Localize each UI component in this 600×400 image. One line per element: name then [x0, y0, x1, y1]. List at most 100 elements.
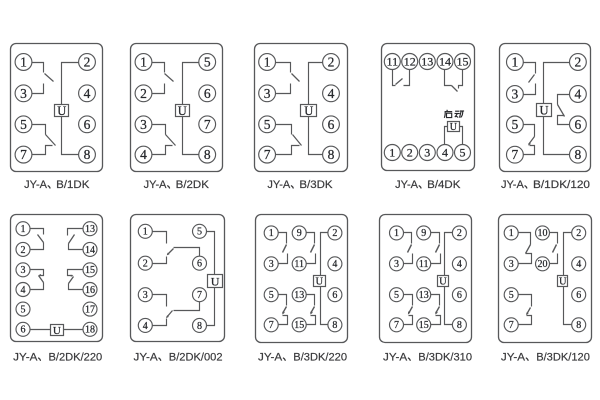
svg-text:12: 12 — [404, 55, 416, 69]
svg-text:4: 4 — [143, 321, 148, 332]
svg-text:13: 13 — [85, 224, 95, 235]
svg-text:8: 8 — [197, 321, 202, 332]
svg-text:B/1DK: B/1DK — [56, 179, 90, 191]
svg-text:6: 6 — [576, 290, 581, 301]
svg-text:U: U — [211, 274, 220, 288]
svg-text:5: 5 — [21, 305, 26, 316]
svg-text:8: 8 — [332, 320, 337, 331]
svg-text:8: 8 — [204, 147, 211, 162]
svg-text:7: 7 — [512, 147, 519, 162]
svg-text:2: 2 — [84, 55, 91, 70]
svg-text:1: 1 — [20, 55, 27, 70]
svg-text:4: 4 — [140, 147, 147, 162]
svg-text:3: 3 — [424, 146, 430, 160]
svg-text:U: U — [316, 277, 324, 288]
svg-text:B/2DK/220: B/2DK/220 — [49, 351, 103, 363]
svg-text:JY-A: JY-A — [267, 179, 291, 191]
svg-text:4: 4 — [457, 259, 462, 270]
svg-text:5: 5 — [20, 117, 27, 132]
svg-text:4: 4 — [84, 86, 91, 101]
svg-text:6: 6 — [457, 290, 462, 301]
svg-text:15: 15 — [85, 265, 95, 276]
svg-text:5: 5 — [509, 290, 514, 301]
svg-text:13: 13 — [421, 55, 433, 69]
svg-text:B/3DK/220: B/3DK/220 — [293, 351, 347, 363]
svg-text:10: 10 — [538, 228, 548, 239]
svg-text:1: 1 — [394, 228, 399, 239]
svg-text:3: 3 — [512, 87, 519, 102]
svg-text:7: 7 — [394, 320, 399, 331]
svg-text:7: 7 — [264, 147, 271, 162]
svg-text:3: 3 — [20, 86, 27, 101]
svg-text:1: 1 — [140, 55, 147, 70]
svg-text:3: 3 — [509, 259, 514, 270]
svg-text:B/2DK: B/2DK — [176, 179, 210, 191]
svg-text:3: 3 — [140, 117, 147, 132]
svg-text:8: 8 — [575, 147, 582, 162]
svg-text:JY-A: JY-A — [383, 351, 408, 363]
svg-text:8: 8 — [457, 320, 462, 331]
svg-text:3: 3 — [394, 259, 399, 270]
svg-text:7: 7 — [509, 320, 514, 331]
svg-text:3: 3 — [264, 86, 271, 101]
svg-text:JY-A: JY-A — [501, 351, 526, 363]
svg-text:1: 1 — [143, 227, 148, 238]
svg-text:7: 7 — [20, 147, 27, 162]
svg-text:2: 2 — [140, 86, 147, 101]
svg-text:JY-A: JY-A — [13, 351, 38, 363]
svg-text:5: 5 — [512, 117, 519, 132]
svg-text:11: 11 — [387, 55, 399, 69]
svg-text:JY-A: JY-A — [395, 179, 419, 191]
svg-text:5: 5 — [269, 290, 274, 301]
svg-text:5: 5 — [264, 117, 271, 132]
svg-text:2: 2 — [21, 245, 26, 256]
svg-text:6: 6 — [332, 290, 337, 301]
svg-text:1: 1 — [389, 146, 395, 160]
svg-text:5: 5 — [394, 290, 399, 301]
svg-text:4: 4 — [442, 146, 448, 160]
svg-text:4: 4 — [21, 285, 26, 296]
svg-text:11: 11 — [294, 259, 304, 270]
svg-text:B/4DK: B/4DK — [427, 179, 461, 191]
svg-text:U: U — [559, 277, 567, 288]
svg-text:2: 2 — [575, 55, 582, 70]
svg-text:JY-A: JY-A — [501, 179, 525, 191]
svg-text:JY-A: JY-A — [258, 351, 283, 363]
svg-text:6: 6 — [197, 259, 202, 270]
svg-text:U: U — [53, 325, 61, 337]
svg-text:6: 6 — [84, 117, 91, 132]
svg-text:7: 7 — [204, 117, 211, 132]
svg-text:1: 1 — [21, 224, 26, 235]
svg-text:14: 14 — [439, 55, 451, 69]
svg-text:4: 4 — [576, 259, 581, 270]
svg-text:6: 6 — [204, 86, 211, 101]
svg-text:U: U — [539, 104, 548, 118]
svg-text:4: 4 — [575, 87, 582, 102]
svg-text:20: 20 — [538, 259, 548, 270]
svg-text:9: 9 — [421, 228, 426, 239]
svg-text:U: U — [178, 104, 187, 118]
svg-text:2: 2 — [576, 228, 581, 239]
svg-text:5: 5 — [204, 55, 211, 70]
svg-text:U: U — [57, 104, 66, 118]
svg-text:3: 3 — [143, 290, 148, 301]
svg-text:1: 1 — [512, 55, 519, 70]
svg-text:2: 2 — [332, 228, 337, 239]
svg-text:17: 17 — [85, 305, 95, 316]
svg-text:B/3DK/310: B/3DK/310 — [418, 351, 472, 363]
svg-text:13: 13 — [294, 290, 304, 301]
svg-text:U: U — [439, 277, 447, 288]
svg-text:16: 16 — [85, 285, 95, 296]
svg-text:8: 8 — [576, 320, 581, 331]
svg-text:11: 11 — [419, 259, 429, 270]
svg-text:U: U — [304, 104, 313, 118]
svg-text:2: 2 — [407, 146, 413, 160]
svg-text:7: 7 — [269, 320, 274, 331]
svg-text:8: 8 — [328, 147, 335, 162]
svg-text:2: 2 — [328, 55, 335, 70]
svg-text:6: 6 — [21, 325, 26, 336]
svg-text:JY-A: JY-A — [24, 179, 48, 191]
svg-text:1: 1 — [264, 55, 271, 70]
svg-text:6: 6 — [575, 117, 582, 132]
svg-text:B/2DK/002: B/2DK/002 — [169, 351, 223, 363]
